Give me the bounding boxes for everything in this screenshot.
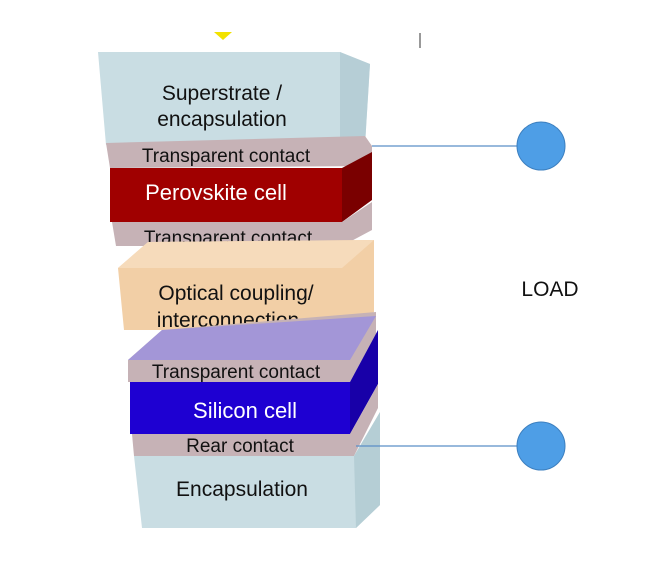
coupling-label: Optical coupling/	[158, 282, 313, 305]
coupling-layer	[118, 240, 374, 330]
encapsulation-label: Encapsulation	[176, 478, 308, 501]
superstrate-layer	[98, 52, 370, 145]
encapsulation-layer	[134, 412, 380, 528]
superstrate-label: Superstrate /	[162, 82, 282, 105]
load-label: LOAD	[521, 278, 578, 301]
superstrate-label-line2: encapsulation	[157, 108, 287, 131]
bottom-terminal-icon	[516, 421, 566, 471]
top-contact-label-1: Transparent contact	[142, 146, 311, 167]
perovskite-label: Perovskite cell	[145, 180, 287, 205]
bottom-contact-label: Transparent contact	[152, 362, 321, 383]
marker-triangle-icon	[214, 32, 232, 40]
top-contact-layer-1	[106, 136, 372, 168]
rear-contact-layer	[132, 384, 378, 456]
silicon-label: Silicon cell	[193, 398, 297, 423]
rear-contact-label: Rear contact	[186, 436, 294, 457]
top-contact-layer-2	[112, 202, 372, 246]
perovskite-layer	[110, 152, 372, 222]
silicon-layer	[130, 330, 378, 434]
bottom-contact-layer	[128, 312, 376, 382]
top-terminal-icon	[516, 121, 566, 171]
